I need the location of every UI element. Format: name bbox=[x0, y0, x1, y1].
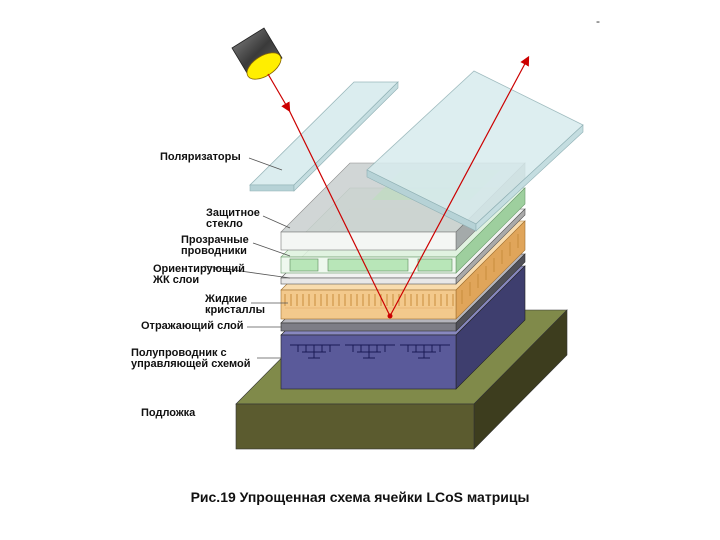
polarizer-left bbox=[249, 81, 399, 192]
polarizer-right bbox=[366, 70, 584, 232]
label-polarizers: Поляризаторы bbox=[160, 151, 241, 163]
label-semiconductor-line2: управляющей схемой bbox=[131, 358, 251, 370]
reflection-point bbox=[387, 313, 393, 319]
label-substrate: Подложка bbox=[141, 407, 196, 419]
label-liquid-crystals-line2: кристаллы bbox=[205, 304, 265, 316]
label-transparent-conductors-line1: Прозрачные bbox=[181, 234, 249, 246]
corner-mark: - bbox=[596, 14, 600, 28]
control-circuit-pattern bbox=[290, 344, 450, 359]
label-protective-glass-line2: стекло bbox=[206, 218, 243, 230]
label-transparent-conductors-line2: проводники bbox=[181, 245, 247, 257]
label-protective-glass-line1: Защитное bbox=[206, 207, 260, 219]
label-alignment-layer-line2: ЖК слои bbox=[153, 274, 200, 286]
label-reflective-layer: Отражающий слой bbox=[141, 320, 244, 332]
label-alignment-layer-line1: Ориентирующий bbox=[153, 263, 245, 275]
light-beam bbox=[267, 55, 530, 317]
label-liquid-crystals-line1: Жидкие bbox=[205, 293, 248, 305]
leader-lines bbox=[204, 157, 291, 359]
label-semiconductor-line1: Полупроводник с bbox=[131, 347, 227, 359]
light-source-icon bbox=[231, 27, 283, 80]
figure-caption: Рис.19 Упрощенная схема ячейки LCoS матр… bbox=[190, 489, 530, 505]
